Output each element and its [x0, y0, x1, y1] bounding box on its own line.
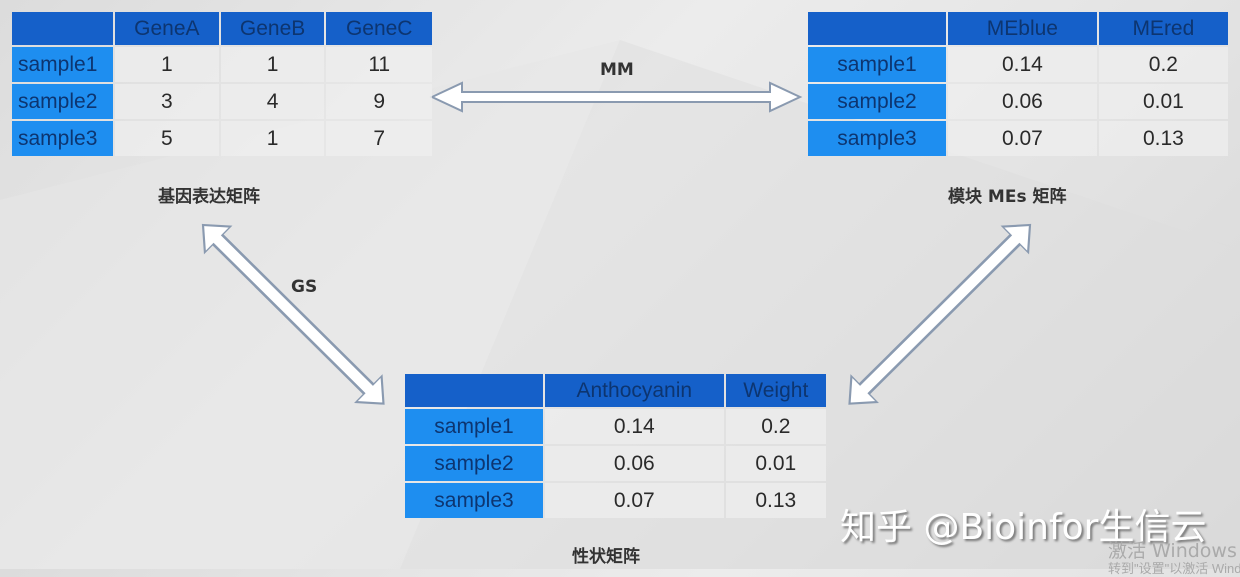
table-cell: 0.01 [1098, 84, 1228, 119]
table-cell: 0.14 [948, 47, 1097, 82]
table-cell: 3 [115, 84, 219, 119]
column-header: GeneC [326, 12, 432, 45]
table-cell: 0.13 [725, 483, 826, 518]
corner-header [405, 374, 543, 407]
table-cell: 0.2 [725, 409, 826, 444]
column-header: MEred [1098, 12, 1228, 45]
row-header: sample1 [405, 409, 543, 444]
table-cell: 0.14 [545, 409, 724, 444]
table-cell: 0.13 [1098, 121, 1228, 156]
table-cell: 4 [220, 84, 325, 119]
gs-label: GS [291, 277, 318, 297]
table-cell: 1 [115, 47, 219, 82]
table-cell: 1 [220, 121, 325, 156]
row-header: sample2 [808, 84, 946, 119]
row-header: sample3 [12, 121, 113, 156]
column-header: GeneB [220, 12, 325, 45]
row-header: sample1 [808, 47, 946, 82]
me-matrix-label: 模块 MEs 矩阵 [948, 187, 1067, 207]
gene-matrix-label: 基因表达矩阵 [158, 187, 260, 207]
activate-windows-hint: 转到"设置"以激活 Windows [1108, 561, 1240, 576]
corner-header [12, 12, 113, 45]
row-header: sample2 [405, 446, 543, 481]
me-trait-arrow [835, 211, 1044, 418]
row-header: sample2 [12, 84, 113, 119]
column-header: Weight [725, 374, 826, 407]
table-cell: 0.07 [545, 483, 724, 518]
mm-label: MM [600, 60, 634, 80]
activate-windows-notice: 激活 Windows [1108, 540, 1237, 562]
table-cell: 0.06 [545, 446, 724, 481]
column-header: MEblue [948, 12, 1097, 45]
row-header: sample3 [808, 121, 946, 156]
column-header: GeneA [115, 12, 219, 45]
column-header: Anthocyanin [545, 374, 724, 407]
table-cell: 7 [326, 121, 432, 156]
table-cell: 0.06 [948, 84, 1097, 119]
corner-header [808, 12, 946, 45]
table-cell: 0.07 [948, 121, 1097, 156]
table-cell: 11 [326, 47, 432, 82]
gs-arrow [189, 211, 398, 418]
trait-matrix-label: 性状矩阵 [572, 547, 640, 567]
table-cell: 9 [326, 84, 432, 119]
watermark: 知乎 @Bioinfor生信云 [840, 507, 1207, 548]
row-header: sample1 [12, 47, 113, 82]
row-header: sample3 [405, 483, 543, 518]
table-cell: 5 [115, 121, 219, 156]
mm-arrow [431, 82, 801, 112]
table-cell: 1 [220, 47, 325, 82]
table-cell: 0.2 [1098, 47, 1228, 82]
table-cell: 0.01 [725, 446, 826, 481]
